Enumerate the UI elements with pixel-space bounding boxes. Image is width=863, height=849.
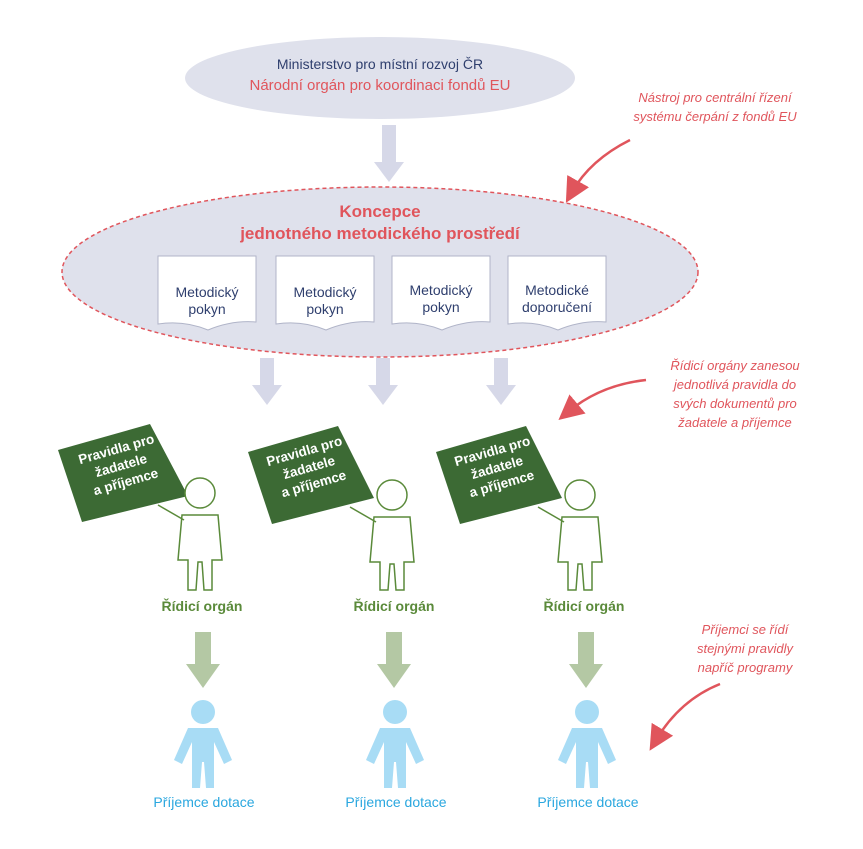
recipient-figure-2 xyxy=(366,700,424,788)
note-line: napříč programy xyxy=(697,660,793,675)
national-body-name: Národní orgán pro koordinaci fondů EU xyxy=(249,77,511,94)
managing-authority-label: Řídicí orgán xyxy=(543,598,625,614)
doc-page-3 xyxy=(391,255,491,331)
doc-page-1 xyxy=(157,255,257,331)
doc-page-2 xyxy=(275,255,375,331)
recipient-figure-1 xyxy=(174,700,232,788)
ministry-name: Ministerstvo pro místní rozvoj ČR xyxy=(276,56,484,72)
document-label-line1: Metodický xyxy=(293,284,357,300)
note-line: jednotlivá pravidla do xyxy=(673,377,797,392)
document-label: Metodický pokyn xyxy=(393,282,489,316)
document-label: Metodický pokyn xyxy=(277,284,373,318)
recipient-label: Příjemce dotace xyxy=(537,794,639,810)
managing-authority-label: Řídicí orgán xyxy=(161,598,243,614)
arrow-down-lavender xyxy=(252,358,282,405)
managing-authority-label: Řídicí orgán xyxy=(353,598,435,614)
document-label-line2: doporučení xyxy=(521,299,593,315)
arrow-down-green xyxy=(377,632,411,688)
note-line: Příjemci se řídí xyxy=(701,622,789,637)
document-label: Metodický pokyn xyxy=(159,284,255,318)
note-line: Nástroj pro centrální řízení xyxy=(638,90,792,105)
note-recipients: Příjemci se řídí stejnými pravidly napří… xyxy=(670,620,820,677)
arrow-down-lavender xyxy=(486,358,516,405)
recipient-figure-3 xyxy=(558,700,616,788)
note-line: žadatele a příjemce xyxy=(678,415,792,430)
arrow-down-lavender xyxy=(374,125,404,182)
arrow-down-lavender xyxy=(368,358,398,405)
concept-title-line2: jednotného metodického prostředí xyxy=(240,224,520,243)
doc-page-4 xyxy=(507,255,607,331)
note-line: Řídicí orgány zanesou xyxy=(670,358,800,373)
concept-title: Koncepce jednotného metodického prostřed… xyxy=(150,201,610,245)
managing-authority-figure-2 xyxy=(248,426,415,591)
document-label-line1: Metodické xyxy=(525,282,589,298)
recipient-label: Příjemce dotace xyxy=(345,794,447,810)
note-line: systému čerpání z fondů EU xyxy=(633,109,797,124)
recipient-label: Příjemce dotace xyxy=(153,794,255,810)
ministry-ellipse xyxy=(185,37,575,119)
note-line: svých dokumentů pro xyxy=(673,396,797,411)
note-arrow-3 xyxy=(649,682,721,751)
note-arrow-1 xyxy=(565,138,631,203)
document-label: Metodické doporučení xyxy=(509,282,605,316)
arrow-down-green xyxy=(186,632,220,688)
managing-authority-figure-3 xyxy=(436,426,603,591)
note-line: stejnými pravidly xyxy=(696,641,794,656)
document-label-line2: pokyn xyxy=(422,299,460,315)
arrow-down-green xyxy=(569,632,603,688)
document-label-line2: pokyn xyxy=(188,301,226,317)
note-managing-authorities: Řídicí orgány zanesou jednotlivá pravidl… xyxy=(650,356,820,432)
document-label-line1: Metodický xyxy=(409,282,473,298)
managing-authority-figure-1 xyxy=(58,424,223,591)
note-arrow-2 xyxy=(558,378,647,421)
document-label-line2: pokyn xyxy=(306,301,344,317)
note-central-tool: Nástroj pro centrální řízení systému čer… xyxy=(610,88,820,126)
document-label-line1: Metodický xyxy=(175,284,239,300)
concept-title-line1: Koncepce xyxy=(339,202,421,221)
